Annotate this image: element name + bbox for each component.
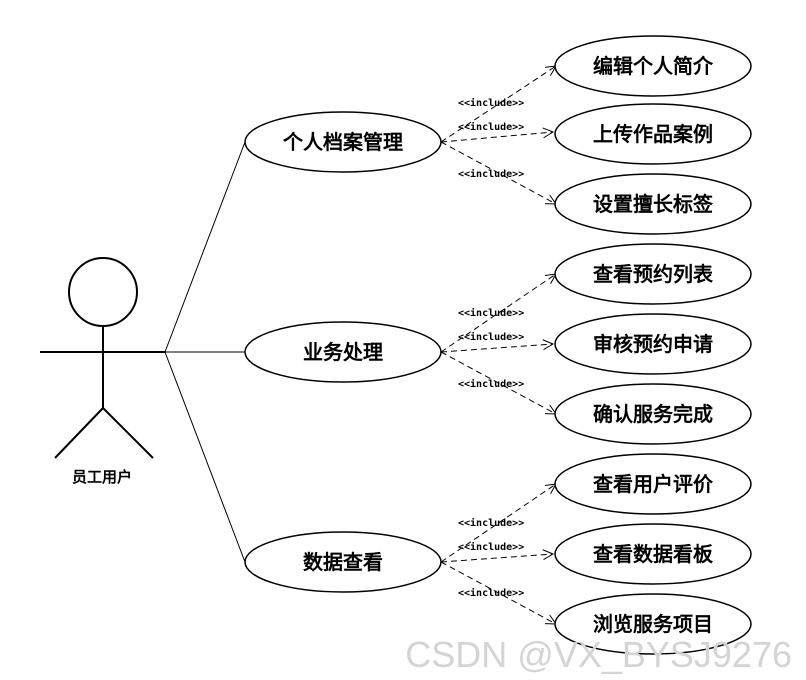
use-case-edit-bio[interactable] [554, 35, 752, 97]
include-label: <<include>> [458, 517, 524, 529]
use-case-view-dashboard[interactable] [554, 523, 752, 585]
include-label: <<include>> [458, 307, 524, 319]
include-arrow [440, 484, 556, 563]
include-label: <<include>> [458, 378, 524, 390]
associations [164, 141, 246, 563]
use-case-browse-services[interactable] [554, 593, 752, 655]
use-case-label: 浏览服务项目 [593, 612, 713, 636]
use-case-group-data: 数据查看 <<include>> <<include>> <<include>>… [244, 453, 752, 655]
association-line-3 [164, 351, 246, 563]
use-case-label: 查看数据看板 [593, 542, 714, 566]
include-label: <<include>> [458, 587, 524, 599]
use-case-label: 编辑个人简介 [593, 54, 714, 78]
watermark: CSDN @VX_BYSJ9276 [405, 634, 792, 675]
use-case-set-skill-tags[interactable] [554, 173, 752, 235]
use-case-group-profile: 个人档案管理 <<include>> <<include>> <<include… [244, 35, 752, 235]
association-line-1 [164, 141, 246, 353]
use-case-group-business: 业务处理 <<include>> <<include>> <<include>>… [244, 243, 752, 445]
actor-left-leg [54, 407, 104, 459]
include-arrow [440, 554, 553, 563]
use-case-label: 个人档案管理 [282, 130, 403, 154]
use-case-upload-works[interactable] [554, 103, 752, 165]
use-case-label: 审核预约申请 [593, 332, 713, 356]
use-case-label: 上传作品案例 [593, 122, 713, 146]
include-arrow [440, 274, 556, 353]
use-case-confirm-completion[interactable] [554, 383, 752, 445]
use-case-label: 设置擅长标签 [593, 192, 714, 216]
include-label: <<include>> [458, 541, 524, 553]
use-case-label: 确认服务完成 [593, 402, 713, 426]
include-arrow [440, 344, 553, 353]
include-label: <<include>> [458, 168, 524, 180]
actor: 员工用户 [40, 257, 165, 486]
include-arrow [440, 141, 556, 204]
include-label: <<include>> [458, 121, 524, 133]
actor-head [68, 257, 138, 327]
use-case-label: 查看用户评价 [593, 472, 714, 496]
use-case-view-reviews[interactable] [554, 453, 752, 515]
include-arrow [440, 132, 553, 143]
include-arrow [440, 66, 556, 143]
use-case-label: 数据查看 [303, 550, 383, 574]
use-case-label: 查看预约列表 [593, 262, 714, 286]
include-arrow [440, 351, 556, 414]
actor-label: 员工用户 [72, 468, 132, 486]
use-case-view-appointments[interactable] [554, 243, 752, 305]
use-case-review-requests[interactable] [554, 313, 752, 375]
include-arrow [440, 561, 556, 624]
include-label: <<include>> [458, 331, 524, 343]
include-label: <<include>> [458, 97, 524, 109]
use-case-label: 业务处理 [303, 340, 383, 364]
actor-right-leg [102, 407, 154, 459]
